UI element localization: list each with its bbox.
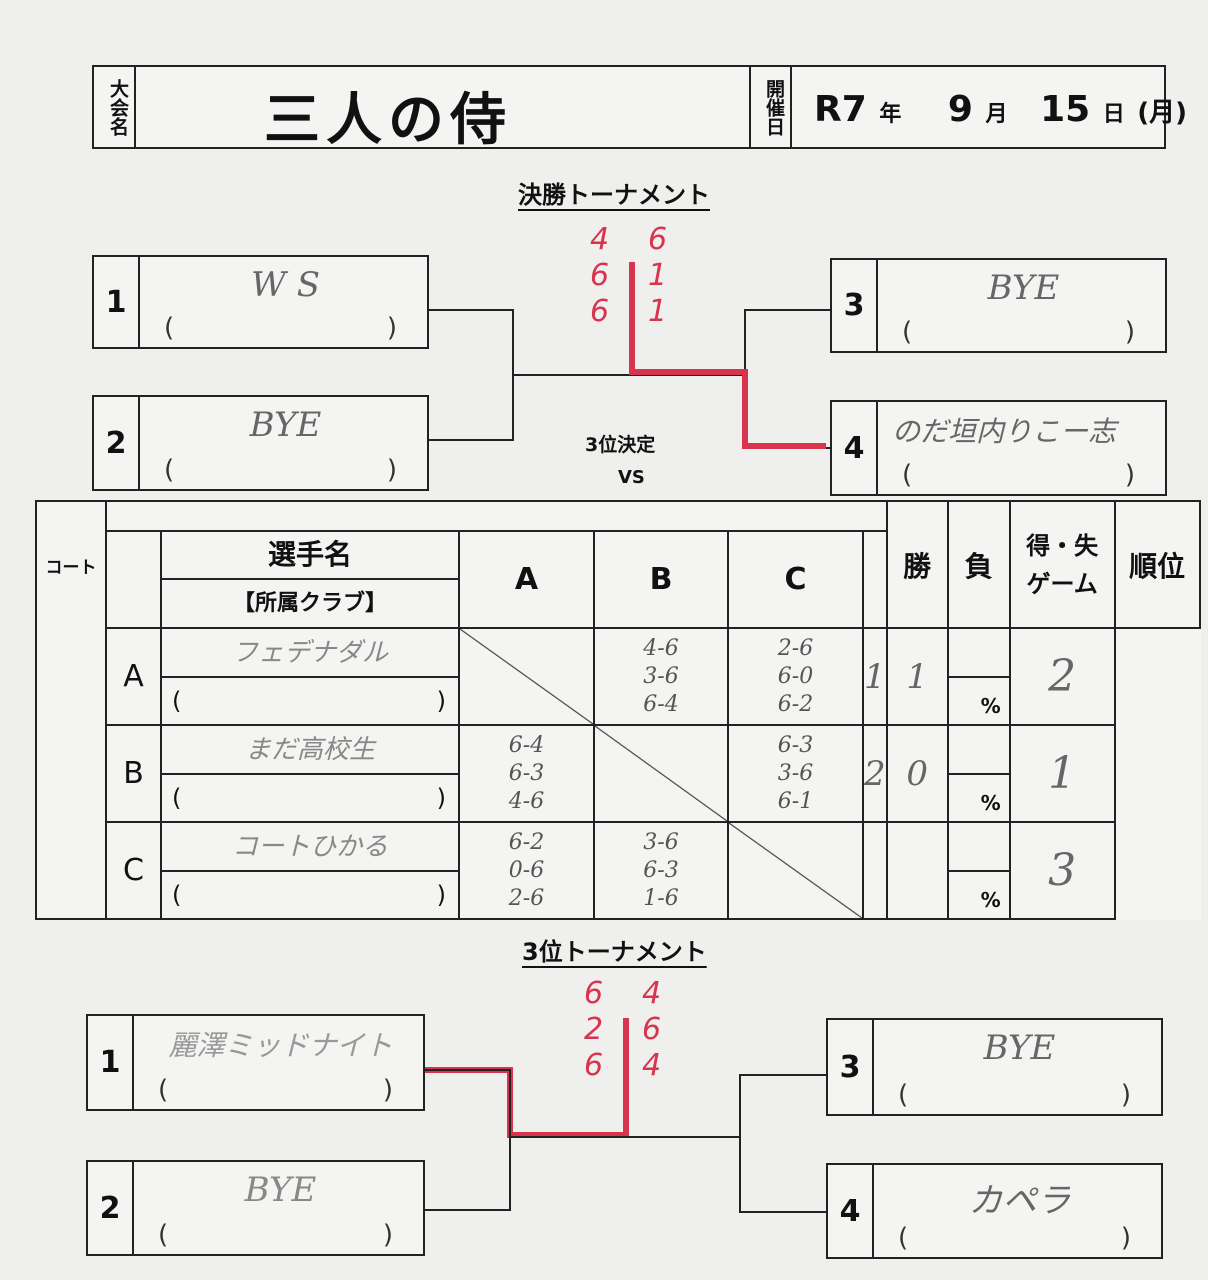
- win-header: 勝: [885, 500, 949, 629]
- col-a-header: A: [458, 530, 595, 629]
- loss-count: 0: [885, 724, 949, 823]
- win-count: 2: [862, 724, 888, 823]
- final-title: 決勝トーナメント: [518, 181, 710, 209]
- header-box: 大会名 三人の侍 開催日 R7 年 9 月 15 日 (月): [92, 65, 1187, 153]
- self-match-cell: [458, 627, 595, 726]
- win-count: [862, 821, 888, 920]
- loss-count: [885, 821, 949, 920]
- col-b-header: B: [593, 530, 729, 629]
- self-match-cell: [727, 821, 864, 920]
- player-cell: まだ高校生(): [160, 724, 460, 823]
- event-name: 三人の侍: [264, 88, 512, 153]
- day-label: 日: [1102, 102, 1125, 127]
- player-id: A: [105, 627, 162, 726]
- vs-label: VS: [618, 467, 645, 488]
- games-cell: %: [946, 821, 1011, 920]
- player-header: 選手名 【所属クラブ】: [160, 530, 460, 629]
- rank-value: 3: [1008, 821, 1116, 920]
- player-cell: コートひかる(): [160, 821, 460, 920]
- player-cell: フェデナダル(): [160, 627, 460, 726]
- loss-header: 負: [946, 500, 1011, 629]
- day: 15: [1040, 89, 1091, 130]
- third-place-label: 3位決定: [585, 434, 656, 456]
- loss-count: 1: [885, 627, 949, 726]
- win-count: 1: [862, 627, 888, 726]
- rank-value: 2: [1008, 627, 1116, 726]
- rank-header: 順位: [1113, 500, 1201, 629]
- games-cell: %: [946, 724, 1011, 823]
- weekday: (月): [1137, 98, 1188, 128]
- court-header: コート: [35, 500, 107, 628]
- col-c-header: C: [727, 530, 864, 629]
- rank-value: 1: [1008, 724, 1116, 823]
- event-label: 大会名: [107, 78, 129, 136]
- self-match-cell: [593, 724, 729, 823]
- year-label: 年: [879, 102, 902, 127]
- player-id: C: [105, 821, 162, 920]
- month-label: 月: [985, 102, 1008, 127]
- event-date: R7 年 9 月 15 日 (月): [814, 89, 1187, 130]
- games-cell: %: [946, 627, 1011, 726]
- player-id: B: [105, 724, 162, 823]
- games-header: 得・失ゲーム: [1008, 500, 1116, 629]
- date-label: 開催日: [763, 78, 785, 136]
- third-title: 3位トーナメント: [522, 938, 707, 966]
- era: R7: [814, 89, 867, 130]
- month: 9: [947, 89, 973, 130]
